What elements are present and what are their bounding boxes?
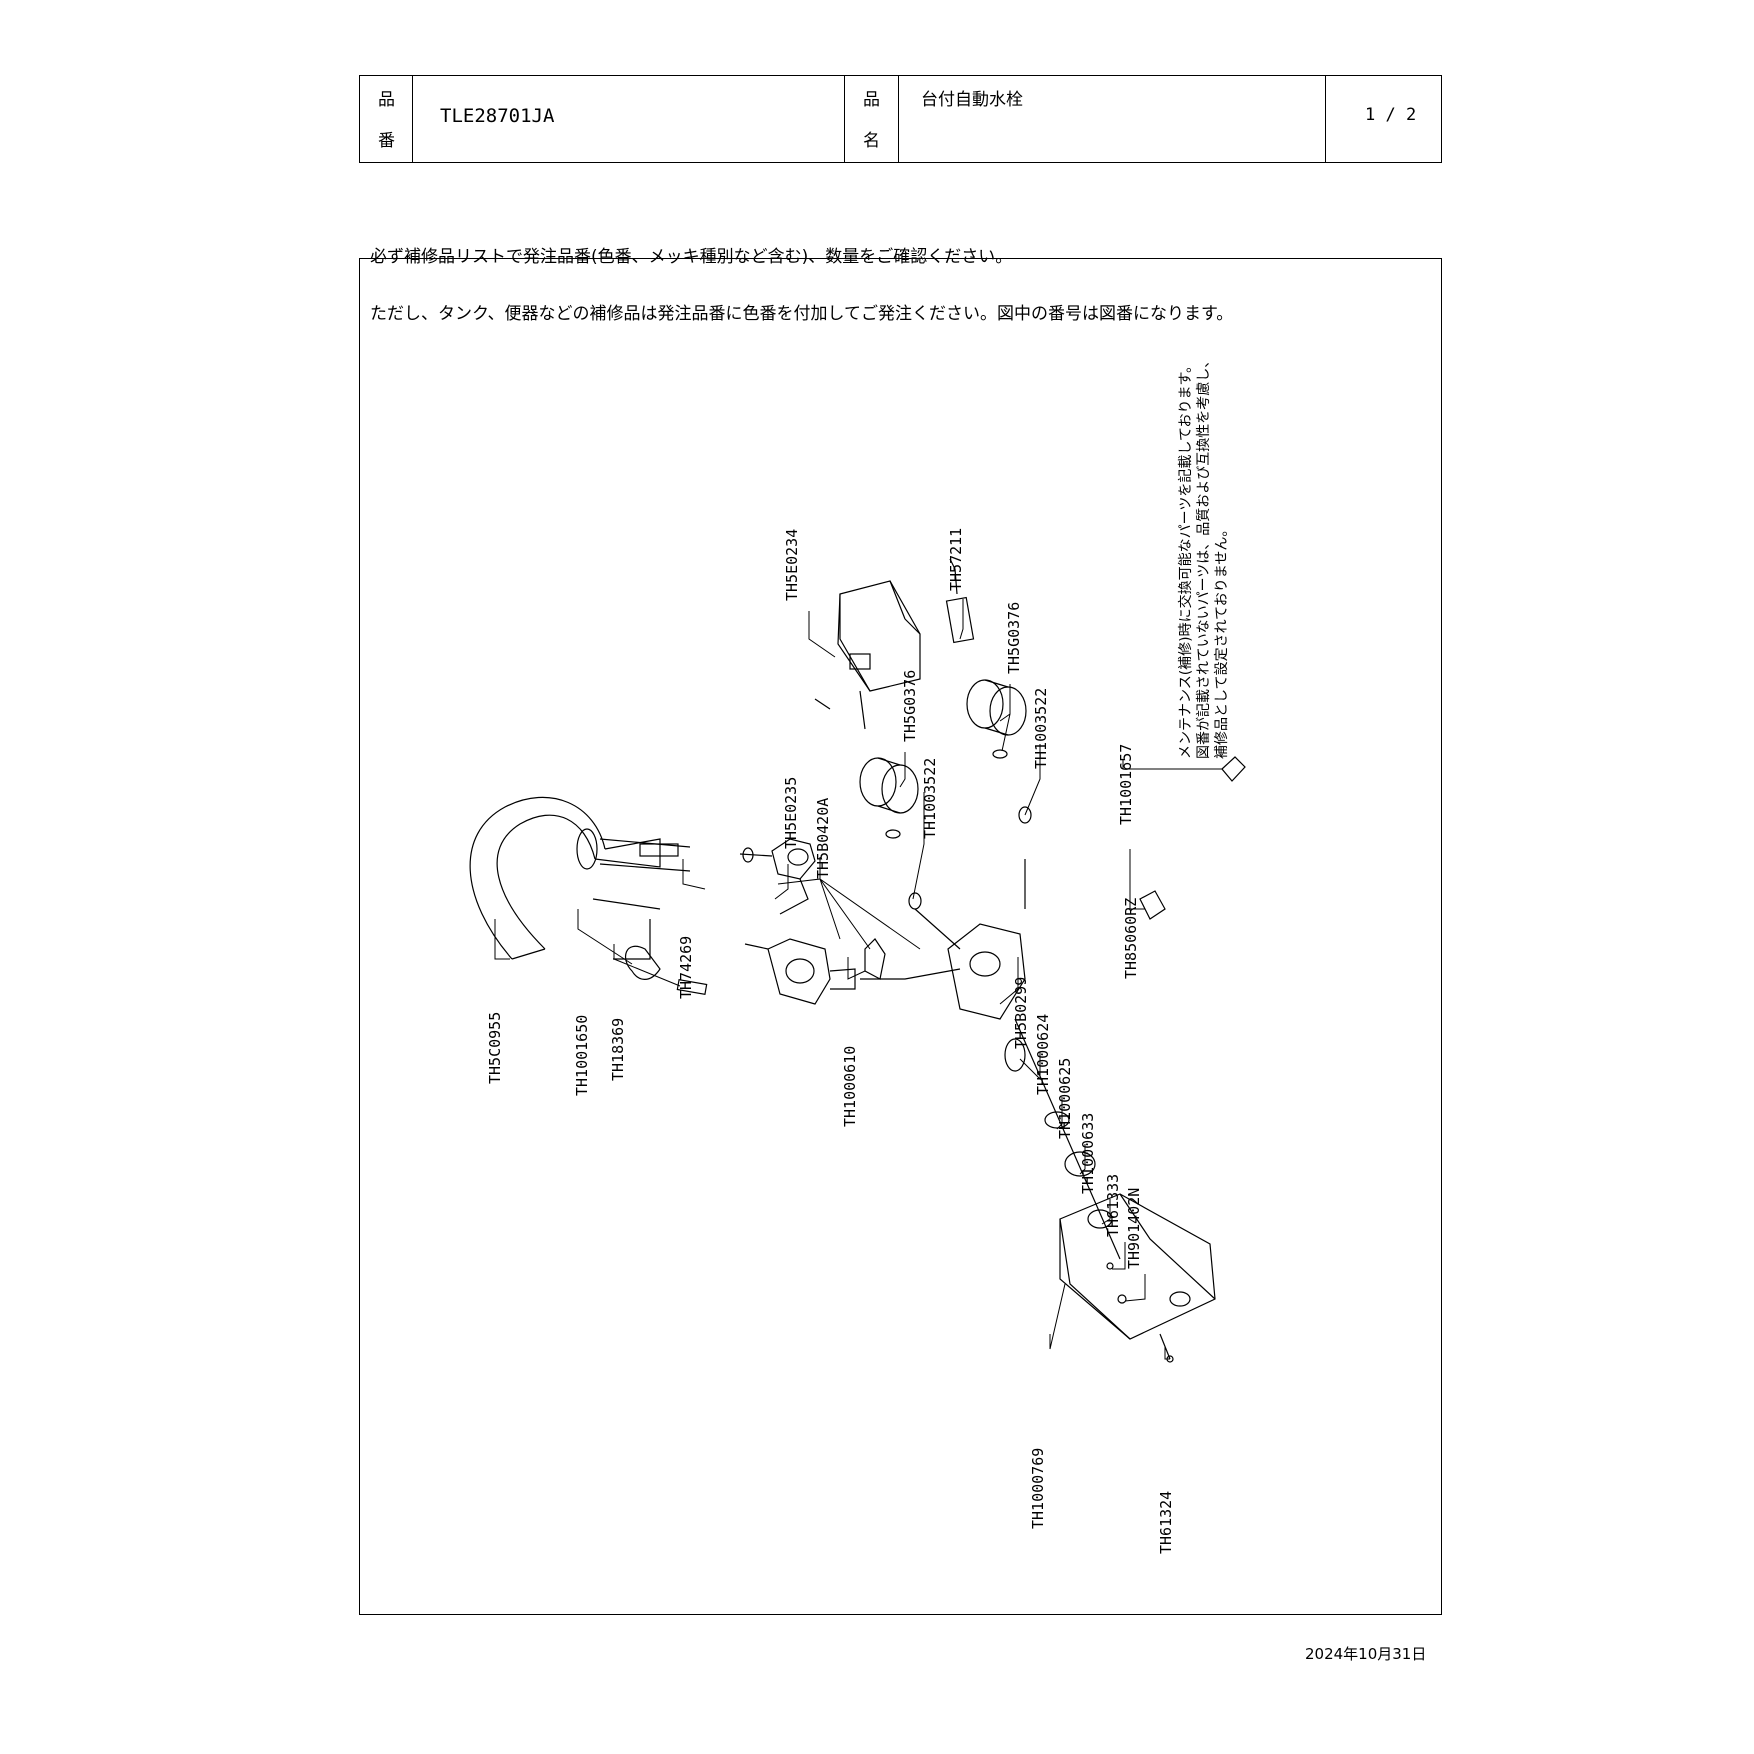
- label-TH1000610: TH1000610: [841, 1046, 859, 1127]
- label-TH18369: TH18369: [609, 1018, 627, 1081]
- label-TH61324: TH61324: [1157, 1491, 1175, 1554]
- screw-drawing: [676, 978, 708, 996]
- header-table: 品 番 TLE28701JA 品 名 台付自動水栓 1 / 2: [359, 75, 1442, 163]
- label-TH5E0234: TH5E0234: [783, 529, 801, 601]
- page-number: 1 / 2: [1365, 105, 1417, 125]
- label-TH1003522-a: TH1003522: [921, 758, 939, 839]
- mixing-body-drawing: [860, 859, 1026, 1020]
- label-TH5B0420A: TH5B0420A: [814, 798, 832, 879]
- notice-line-1: 必ず補修品リストで発注品番(色番、メッキ種別など含む)、数量をご確認ください。: [370, 247, 1013, 267]
- spout-drawing: [469, 796, 691, 960]
- label-TH1001650: TH1001650: [573, 1015, 591, 1096]
- label-TH1000633: TH1000633: [1079, 1113, 1097, 1194]
- order-notice: 必ず補修品リストで発注品番(色番、メッキ種別など含む)、数量をご確認ください。 …: [370, 210, 1233, 343]
- battery-drawing: [945, 558, 975, 644]
- label-TH1003522-b: TH1003522: [1032, 688, 1050, 769]
- label-TH1000625: TH1000625: [1056, 1058, 1074, 1139]
- label-TH5C0955: TH5C0955: [486, 1012, 504, 1084]
- lock-nut-drawing: [1064, 1151, 1096, 1177]
- leader-lines: [494, 599, 1222, 1360]
- maintenance-note-line-3: 補修品として設定されておりません。: [1214, 523, 1230, 759]
- label-TH85060RZ: TH85060RZ: [1122, 898, 1140, 979]
- ring-b-drawing: [1018, 806, 1032, 824]
- maintenance-note: メンテナンス(補修)時に交換可能なパーツを記載しております。 図番が記載されてい…: [1177, 354, 1230, 759]
- notice-line-2: ただし、タンク、便器などの補修品は発注品番に色番を付加してご発注ください。図中の…: [370, 304, 1234, 324]
- label-TH1000624: TH1000624: [1034, 1014, 1052, 1095]
- screw-a-drawing: [1106, 1262, 1114, 1270]
- exploded-diagram-frame: TH5E0234 TH57211 TH5G0376 TH5G0376 TH100…: [359, 258, 1442, 1615]
- key-a-drawing: [1221, 756, 1246, 782]
- controller-drawing: [814, 580, 921, 730]
- bracket-drawing: [1087, 1209, 1113, 1229]
- hinmei-label-2: 名: [863, 131, 880, 151]
- cartridge-a-drawing: [859, 757, 919, 839]
- label-TH5E0235: TH5E0235: [782, 777, 800, 849]
- issue-date: 2024年10月31日: [1305, 1645, 1427, 1663]
- thread-drawing: [1004, 1038, 1026, 1072]
- label-TH1000769: TH1000769: [1029, 1448, 1047, 1529]
- washer-drawing: [1044, 1111, 1070, 1129]
- product-number: TLE28701JA: [440, 105, 555, 127]
- maintenance-note-line-1: メンテナンス(補修)時に交換可能なパーツを記載しております。: [1177, 359, 1194, 759]
- hinban-label-2: 番: [378, 131, 395, 151]
- solenoid-drawing: [744, 938, 886, 1005]
- exploded-diagram: TH5E0234 TH57211 TH5G0376 TH5G0376 TH100…: [469, 354, 1246, 1554]
- ring-a-drawing: [908, 892, 922, 910]
- label-TH61333: TH61333: [1104, 1174, 1122, 1237]
- product-name: 台付自動水栓: [921, 90, 1023, 110]
- label-TH5G0376-a: TH5G0376: [901, 670, 919, 742]
- label-TH1001657: TH1001657: [1117, 744, 1135, 825]
- label-TH57211: TH57211: [947, 528, 965, 591]
- label-TH74269: TH74269: [677, 936, 695, 999]
- screw-b-drawing: [1117, 1294, 1127, 1304]
- label-TH5G0376-b: TH5G0376: [1005, 602, 1023, 674]
- valve-drawing: [739, 838, 816, 915]
- hinmei-label-1: 品: [863, 90, 880, 110]
- label-TH5B0299: TH5B0299: [1012, 977, 1030, 1049]
- box-drawing: [1059, 1193, 1216, 1340]
- label-TH901402N: TH901402N: [1125, 1188, 1143, 1269]
- key-b-drawing: [1139, 890, 1166, 920]
- cartridge-b-drawing: [966, 679, 1027, 759]
- hinban-label-1: 品: [378, 90, 395, 110]
- maintenance-note-line-2: 図番が記載されていないパーツは、品質および互換性を考慮し、: [1195, 354, 1212, 759]
